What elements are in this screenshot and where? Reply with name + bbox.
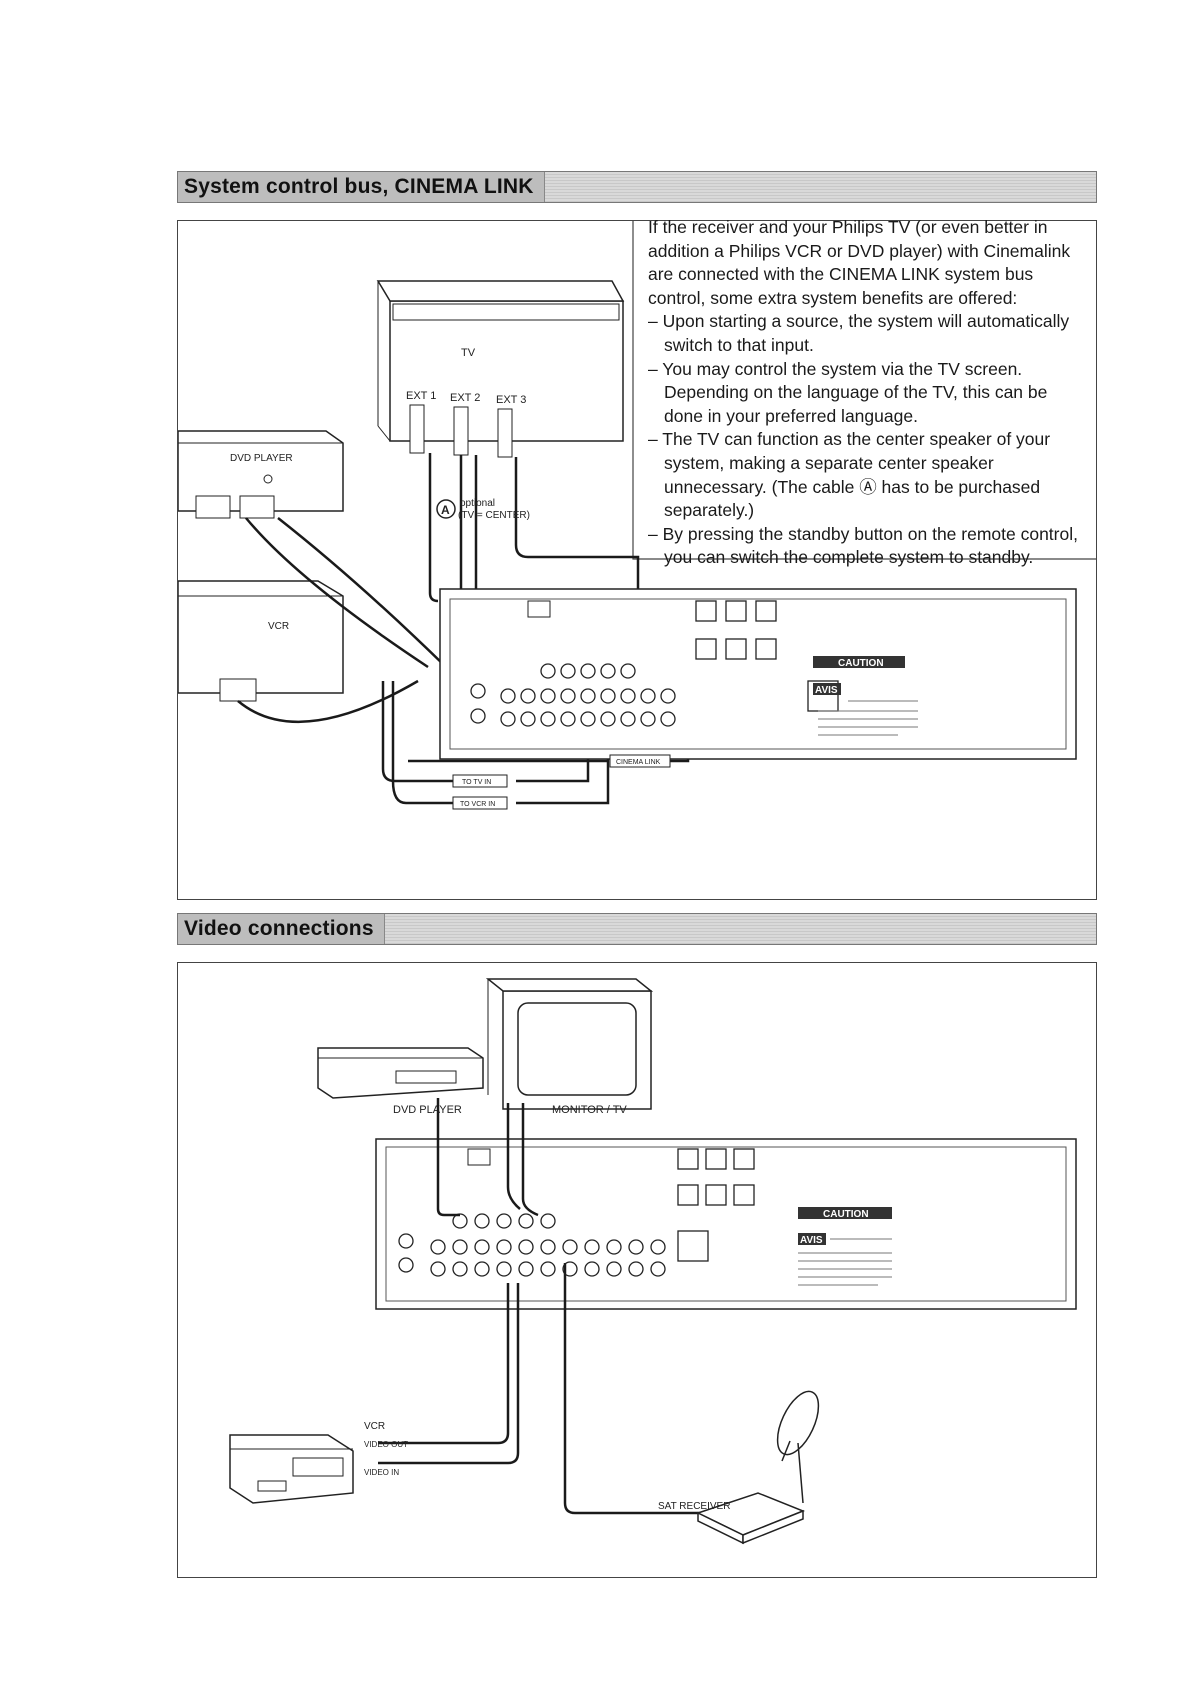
benefit-item: – You may control the system via the TV … [648,358,1048,426]
caution-label-2: CAUTION [823,1209,869,1220]
sat-receiver-label: SAT RECEIVER [658,1501,730,1512]
tv-center-label: (TV = CENTER) [458,510,530,521]
ext3-label: EXT 3 [496,394,526,406]
cinema-link-description: If the receiver and your Philips TV (or … [648,216,1088,570]
tv-label: TV [461,347,476,359]
dvd-player-label-2: DVD PLAYER [393,1104,462,1116]
dvd-player-illustration: DVD PLAYER [317,1047,484,1116]
section-title-video-connections: Video connections [178,914,385,944]
vcr-label: VCR [268,621,289,632]
vcr-illustration: VCR VIDEO OUT VIDEO IN [229,1421,408,1504]
dvd-player-label: DVD PLAYER [230,453,293,464]
receiver-back-panel: CAUTION AVIS [375,1138,1077,1310]
benefit-item: – The TV can function as the center spea… [648,429,1051,521]
to-vcr-in-label: TO VCR IN [460,801,495,808]
caution-label-1: CAUTION [838,658,884,669]
tv-illustration: TV EXT 1 EXT 2 EXT 3 [376,280,625,458]
monitor-tv-illustration: MONITOR / TV [485,978,654,1116]
section-header-cinema-link: System control bus, CINEMA LINK [177,171,1097,203]
to-tv-in-label: TO TV IN [462,779,491,786]
ext2-label: EXT 2 [450,392,480,404]
vcr-illustration: VCR [178,580,344,702]
benefit-item: – Upon starting a source, the system wil… [648,311,1070,355]
cinema-link-diagram: TV EXT 1 EXT 2 EXT 3 DVD PLAYER VCR [178,221,1096,810]
marker-a: A [441,503,450,517]
section-header-video-connections: Video connections [177,913,1097,945]
monitor-tv-label: MONITOR / TV [552,1104,627,1116]
video-out-label: VIDEO OUT [364,1440,408,1449]
receiver-back-panel: CAUTION AVIS [439,588,1077,760]
video-in-label: VIDEO IN [364,1468,399,1477]
benefit-item: – By pressing the standby button on the … [648,523,1078,568]
video-connections-diagram: DVD PLAYER MONITOR / TV [229,978,1077,1545]
avis-label-1: AVIS [815,685,838,696]
cinema-link-panel: TV EXT 1 EXT 2 EXT 3 DVD PLAYER VCR [177,220,1097,900]
intro-paragraph: If the receiver and your Philips TV (or … [648,217,1071,308]
video-connections-panel: DVD PLAYER MONITOR / TV [177,962,1097,1578]
vcr-label-2: VCR [364,1421,385,1432]
avis-label-2: AVIS [800,1235,823,1246]
ext1-label: EXT 1 [406,390,436,402]
cinema-link-cable-label: CINEMA LINK [616,759,661,766]
dvd-player-illustration: DVD PLAYER [178,430,344,519]
optional-label: optional [460,498,495,509]
sat-receiver-illustration: SAT RECEIVER [658,1390,820,1545]
section-title-cinema-link: System control bus, CINEMA LINK [178,172,545,202]
